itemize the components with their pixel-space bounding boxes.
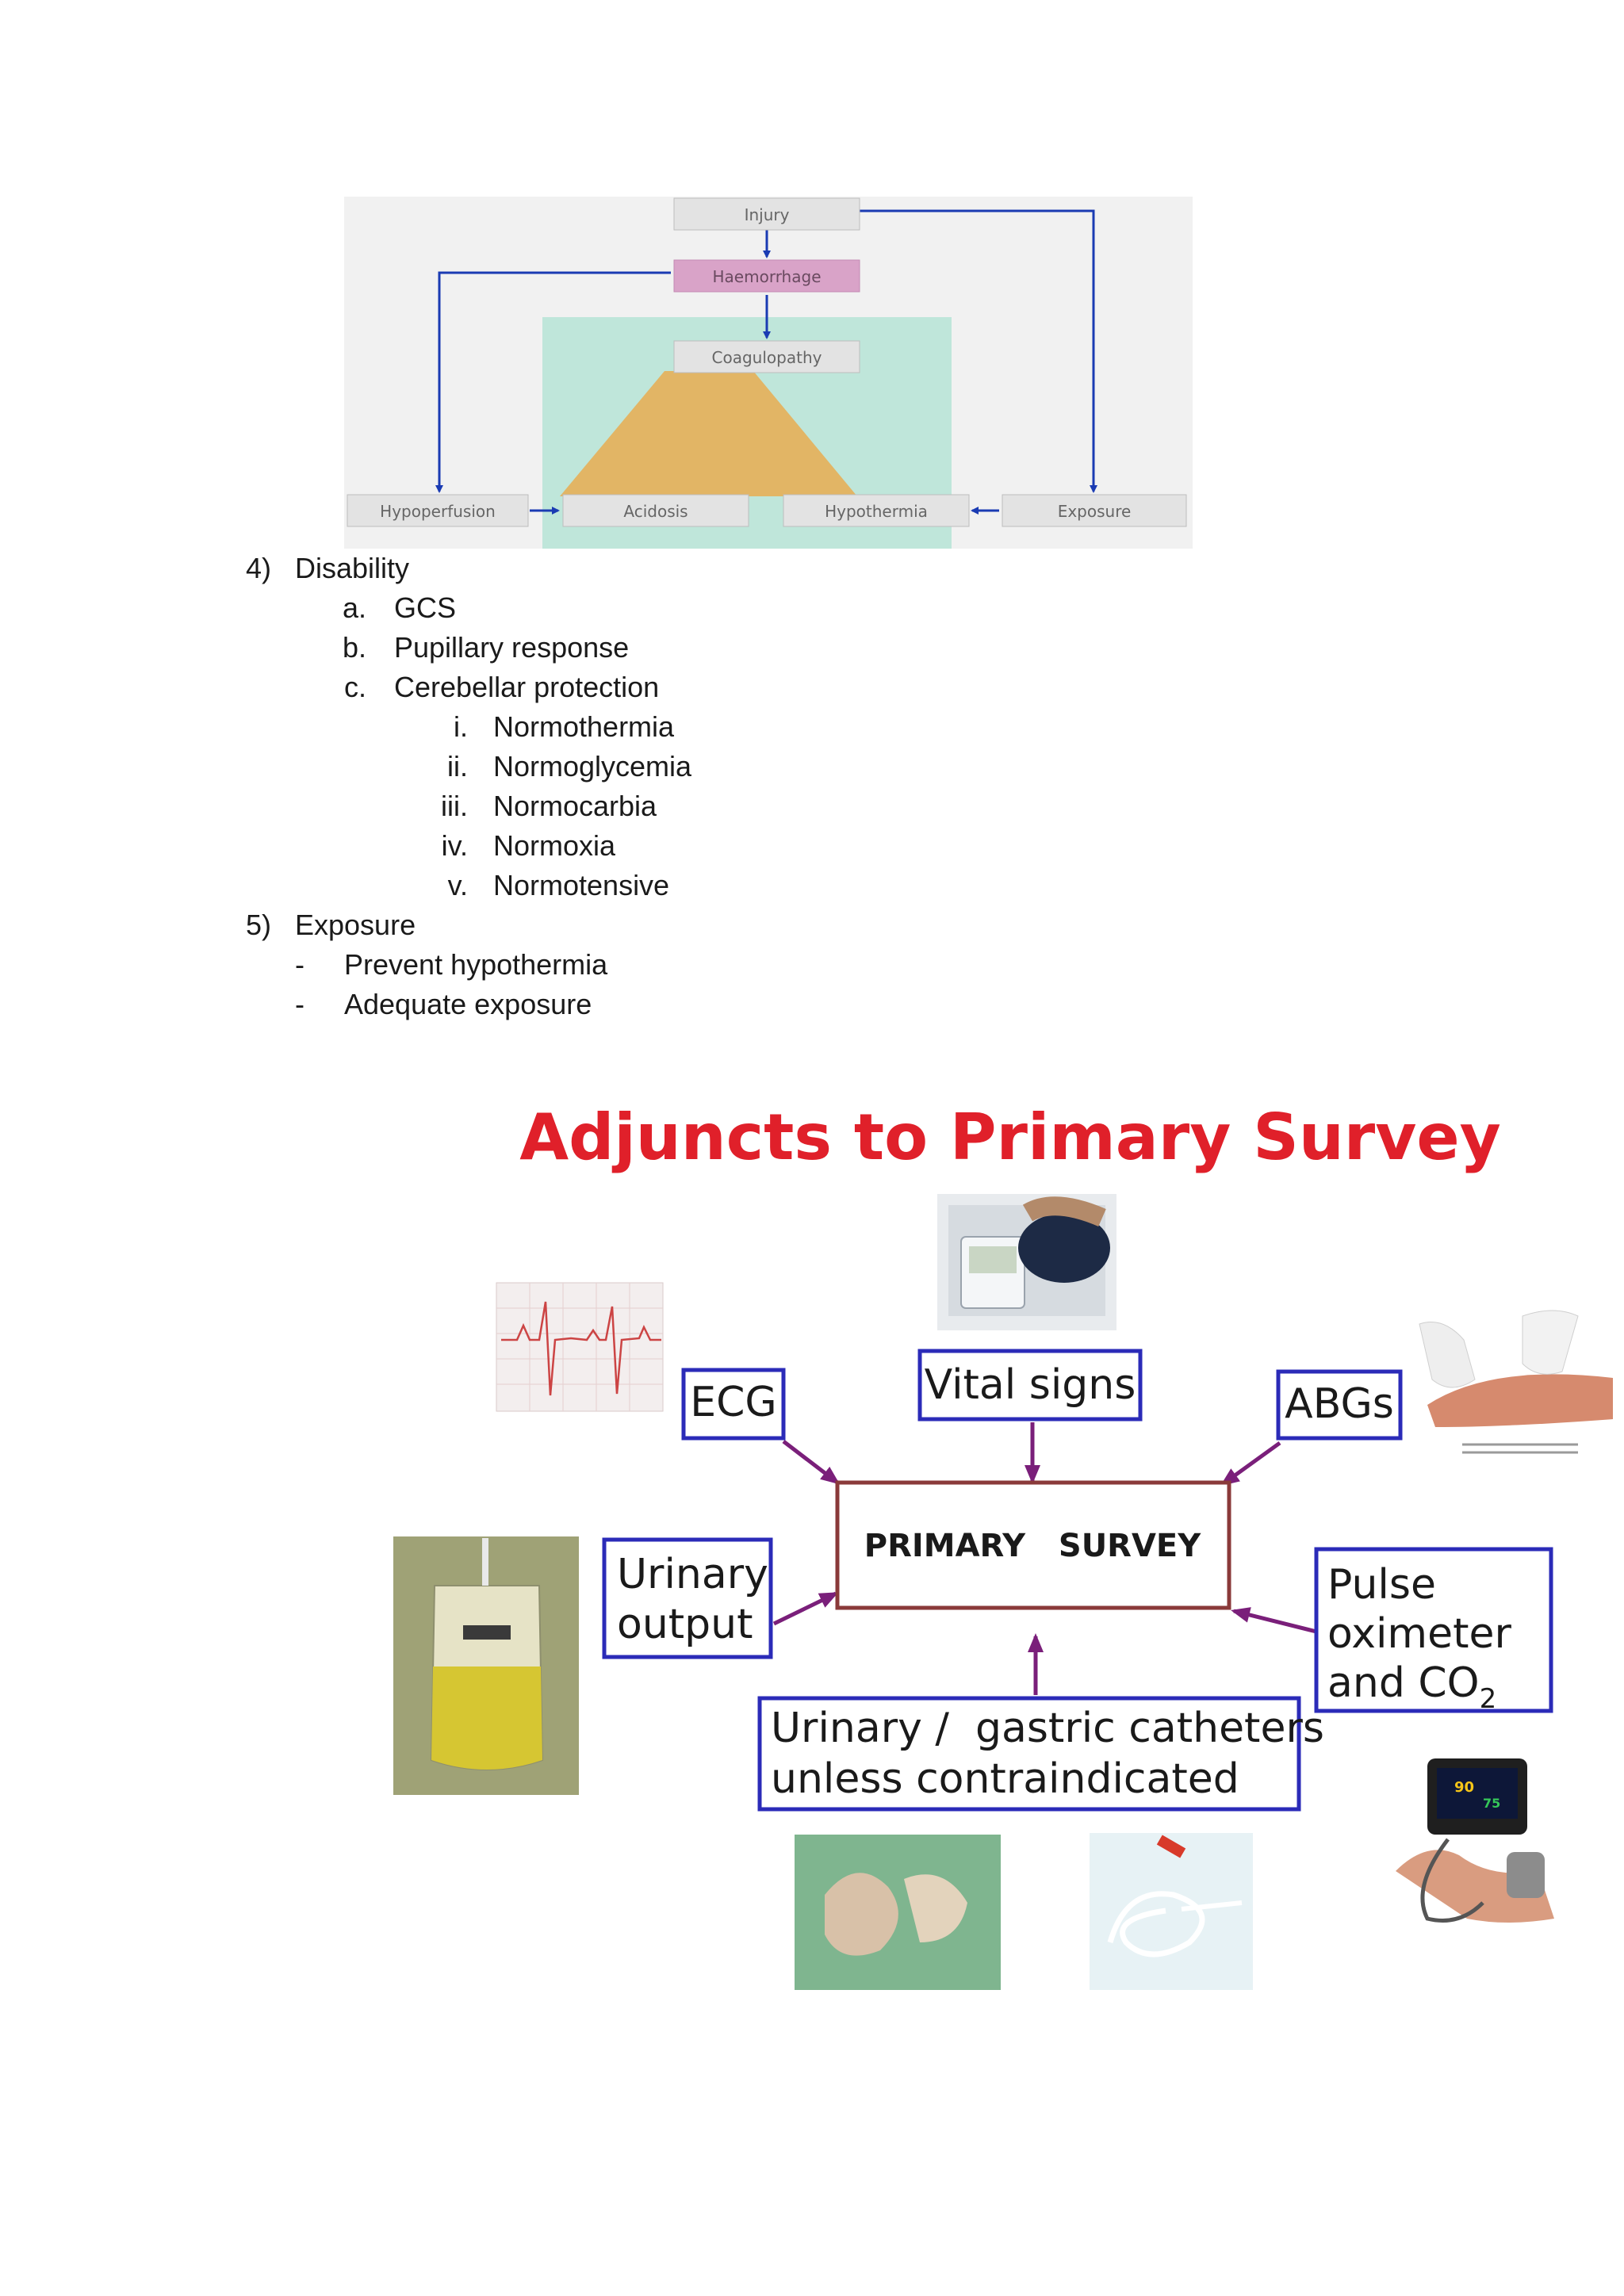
vital-signs-box: Vital signs	[917, 1349, 1143, 1422]
section-marker: 5)	[246, 909, 272, 941]
ecg-label: ECG	[690, 1379, 776, 1426]
catheters-box: Urinary / gastric catheters unless contr…	[757, 1696, 1324, 1812]
list-marker: ii.	[447, 750, 468, 783]
diagram-arrows	[435, 209, 1097, 515]
node-hypothermia: Hypothermia	[783, 494, 970, 527]
triad-triangle	[560, 371, 857, 496]
pulse-line-3: and CO2	[1327, 1659, 1496, 1715]
section-title-exposure: Exposure	[295, 909, 416, 941]
list-item: Normotensive	[493, 869, 670, 901]
svg-text:Hypothermia: Hypothermia	[825, 502, 928, 521]
node-haemorrhage: Haemorrhage	[673, 259, 860, 293]
list-item: Normocarbia	[493, 790, 657, 822]
list-marker: i.	[454, 710, 468, 743]
list-item: Adequate exposure	[344, 988, 592, 1020]
list-item: Normoglycemia	[493, 750, 692, 783]
svg-text:Acidosis: Acidosis	[623, 502, 688, 521]
abg-sampling-photo	[1413, 1308, 1613, 1454]
list-item: Normoxia	[493, 829, 616, 862]
adjunct-arrows	[772, 1422, 1317, 1695]
urinary-output-box: Urinary output	[602, 1537, 773, 1659]
node-injury: Injury	[673, 197, 860, 231]
abgs-label: ABGs	[1285, 1380, 1394, 1428]
list-marker: v.	[447, 869, 468, 901]
list-item: GCS	[394, 591, 457, 624]
node-acidosis: Acidosis	[562, 494, 749, 527]
blood-pressure-photo	[937, 1194, 1116, 1330]
svg-text:Coagulopathy: Coagulopathy	[712, 348, 822, 367]
pulse-line-1: Pulse	[1327, 1561, 1436, 1609]
ecg-strip-photo	[496, 1282, 664, 1412]
svg-text:Injury: Injury	[745, 205, 790, 224]
list-marker: iv.	[441, 829, 468, 862]
node-hypoperfusion: Hypoperfusion	[347, 494, 529, 527]
ecg-box: ECG	[681, 1368, 786, 1441]
urinary-output-line-2: output	[617, 1601, 753, 1648]
vital-signs-label: Vital signs	[925, 1361, 1136, 1409]
svg-text:Hypoperfusion: Hypoperfusion	[380, 502, 496, 521]
abgs-box: ABGs	[1276, 1369, 1403, 1441]
list-item: Prevent hypothermia	[344, 948, 608, 981]
lethal-triad-diagram: Injury Haemorrhage Coagulopathy Hypoperf…	[344, 197, 1193, 549]
urinary-output-line-1: Urinary	[617, 1551, 768, 1598]
list-marker: -	[295, 988, 304, 1020]
section-marker: 4)	[246, 552, 272, 584]
adjuncts-diagram: Adjuncts to Primary Survey	[393, 1100, 1613, 1990]
list-marker: -	[295, 948, 304, 981]
list-marker: c.	[343, 671, 366, 703]
adjuncts-title: Adjuncts to Primary Survey	[519, 1100, 1501, 1174]
node-exposure: Exposure	[1002, 494, 1187, 527]
node-coagulopathy: Coagulopathy	[673, 340, 860, 373]
pulse-oximeter-photo: 90 75	[1380, 1746, 1562, 1928]
primary-survey-box: PRIMARY SURVEY	[835, 1480, 1231, 1610]
list-marker: a.	[342, 591, 366, 624]
primary-survey-label: PRIMARY SURVEY	[864, 1528, 1201, 1564]
section-title-disability: Disability	[295, 552, 410, 584]
pulse-oximeter-box: Pulse oximeter and CO2	[1314, 1547, 1553, 1715]
catheterisation-photo	[795, 1835, 1001, 1990]
svg-text:90: 90	[1454, 1779, 1474, 1796]
catheters-line-1: Urinary / gastric catheters	[771, 1705, 1324, 1752]
catheter-tube-photo	[1090, 1833, 1253, 1990]
svg-text:Exposure: Exposure	[1058, 502, 1132, 521]
catheters-line-2: unless contraindicated	[771, 1755, 1239, 1803]
list-item: Normothermia	[493, 710, 675, 743]
pulse-line-2: oximeter	[1327, 1610, 1511, 1658]
svg-text:Haemorrhage: Haemorrhage	[713, 267, 822, 286]
svg-text:75: 75	[1483, 1796, 1500, 1811]
list-marker: b.	[342, 631, 366, 664]
list-item: Pupillary response	[394, 631, 630, 664]
list-marker: iii.	[441, 790, 468, 822]
urine-bag-photo	[393, 1536, 579, 1795]
list-item: Cerebellar protection	[394, 671, 660, 703]
